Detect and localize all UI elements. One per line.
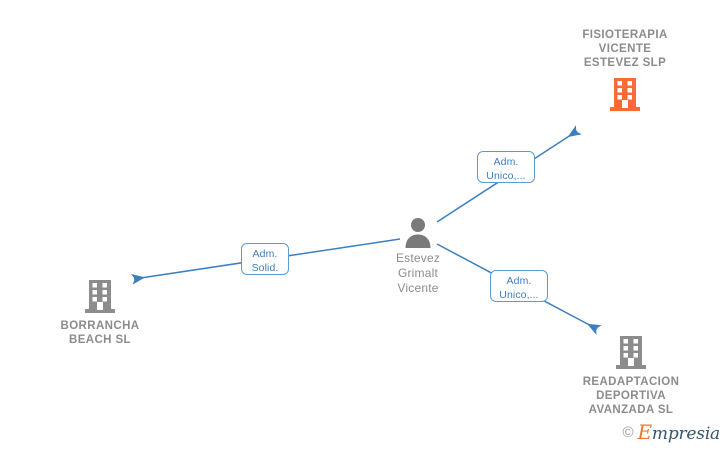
- person-icon: [405, 218, 431, 248]
- node-person-estevez-grimalt-vicente[interactable]: Estevez Grimalt Vicente: [375, 216, 461, 296]
- building-icon: [85, 280, 115, 313]
- edge-label-to-fisioterapia[interactable]: Adm. Unico,...: [477, 151, 535, 183]
- node-label-fisioterapia: FISIOTERAPIA VICENTE ESTEVEZ SLP: [582, 29, 668, 69]
- edge-label-to-borrancha[interactable]: Adm. Solid.: [241, 243, 289, 275]
- brand-wordmark: Empresia: [638, 420, 721, 444]
- edge-label-to-readaptacion[interactable]: Adm. Unico,...: [490, 270, 548, 302]
- building-icon: [610, 78, 640, 111]
- building-icon: [616, 336, 646, 369]
- watermark-empresia: © Empresia: [622, 420, 720, 444]
- node-label-person: Estevez Grimalt Vicente: [395, 251, 441, 295]
- node-label-readaptacion: READAPTACION DEPORTIVA AVANZADA SL: [582, 376, 680, 416]
- node-label-borrancha: BORRANCHA BEACH SL: [60, 320, 140, 346]
- copyright-icon: ©: [622, 423, 634, 441]
- node-company-readaptacion[interactable]: READAPTACION DEPORTIVA AVANZADA SL: [565, 334, 697, 417]
- brand-initial: E: [637, 420, 653, 444]
- node-company-borrancha[interactable]: BORRANCHA BEACH SL: [40, 278, 160, 347]
- brand-rest: mpresia: [651, 424, 720, 444]
- node-company-fisioterapia[interactable]: FISIOTERAPIA VICENTE ESTEVEZ SLP: [553, 28, 697, 112]
